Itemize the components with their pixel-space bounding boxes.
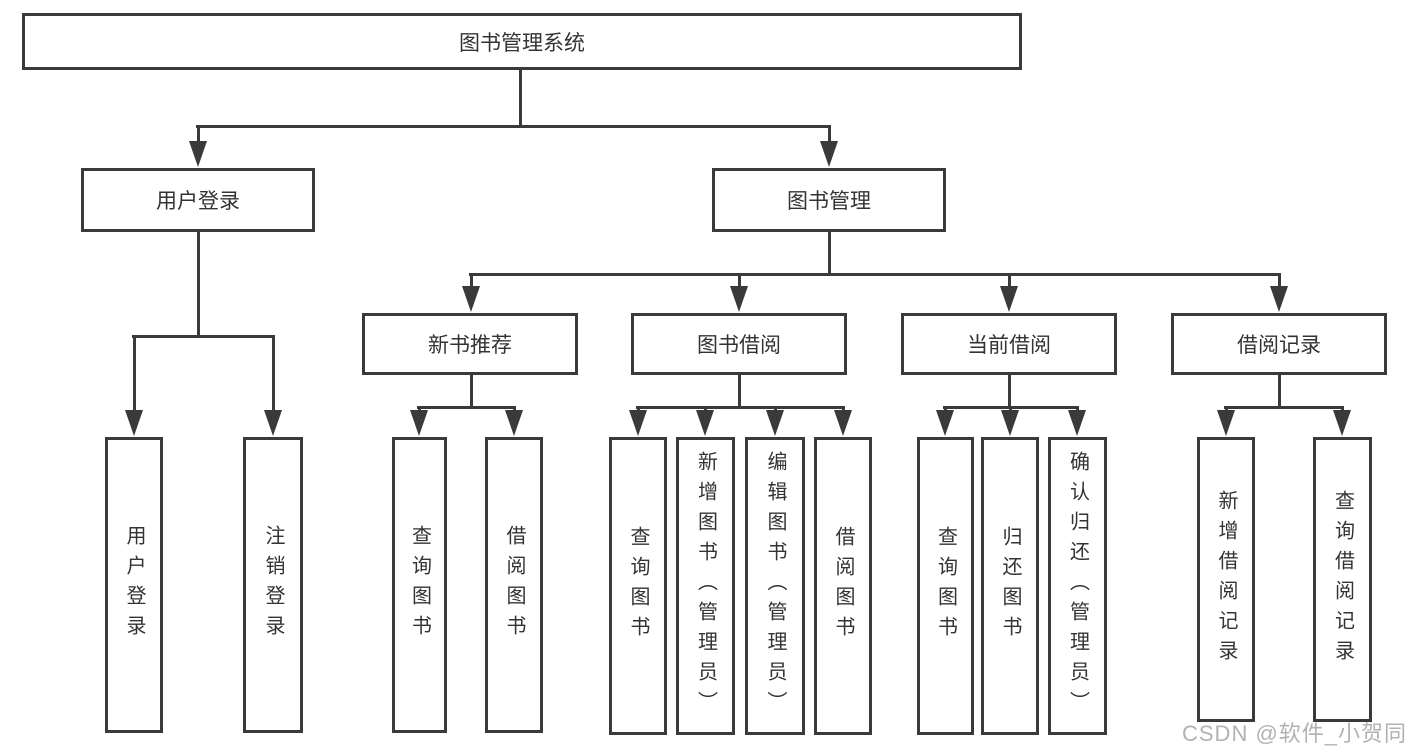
connector-root-drop bbox=[519, 70, 522, 128]
arrowhead-down-icon bbox=[730, 286, 748, 312]
arrowhead-down-icon bbox=[462, 286, 480, 312]
leaf-return-books: 归还图书 bbox=[981, 437, 1039, 735]
leaf-label: 查询图书 bbox=[934, 526, 957, 646]
arrowhead-down-icon bbox=[125, 410, 143, 436]
connector-leaf-stub bbox=[271, 335, 275, 413]
connector-book-mgmt-stub bbox=[827, 125, 831, 143]
node-current-borrowing: 当前借阅 bbox=[901, 313, 1117, 375]
arrowhead-down-icon bbox=[766, 410, 784, 436]
leaf-add-borrow-record: 新增借阅记录 bbox=[1197, 437, 1255, 722]
node-label: 图书管理系统 bbox=[459, 31, 585, 55]
arrowhead-down-icon bbox=[1270, 286, 1288, 312]
leaf-confirm-return-admin: 确认归还（管理员） bbox=[1048, 437, 1107, 735]
connector-level2-bus bbox=[196, 125, 831, 128]
leaf-label: 新增借阅记录 bbox=[1215, 489, 1237, 670]
connector-new-book-drop bbox=[469, 375, 473, 409]
leaf-label: 编辑图书（管理员） bbox=[764, 451, 786, 721]
leaf-query-books-borrowing: 查询图书 bbox=[609, 437, 667, 735]
node-library-system: 图书管理系统 bbox=[22, 13, 1022, 70]
leaf-label: 注销登录 bbox=[262, 525, 284, 645]
node-label: 图书借阅 bbox=[697, 334, 781, 357]
arrowhead-down-icon bbox=[834, 410, 852, 436]
connector-new-book-bus bbox=[417, 406, 516, 409]
arrowhead-down-icon bbox=[696, 410, 714, 436]
node-label: 当前借阅 bbox=[967, 334, 1051, 357]
connector-user-login-drop bbox=[196, 232, 200, 338]
leaf-query-books-recommend: 查询图书 bbox=[392, 437, 447, 733]
node-new-book-recommendation: 新书推荐 bbox=[362, 313, 578, 375]
leaf-label: 用户登录 bbox=[123, 525, 145, 645]
leaf-label: 查询图书 bbox=[408, 525, 431, 645]
leaf-edit-books-admin: 编辑图书（管理员） bbox=[745, 437, 805, 735]
arrowhead-down-icon bbox=[820, 141, 838, 167]
connector-book-borrow-bus bbox=[636, 406, 845, 409]
connector-user-login-bus bbox=[132, 335, 275, 338]
node-label: 图书管理 bbox=[787, 190, 871, 213]
node-user-login: 用户登录 bbox=[81, 168, 315, 232]
arrowhead-down-icon bbox=[1333, 410, 1351, 436]
leaf-borrow-books: 借阅图书 bbox=[814, 437, 872, 735]
leaf-query-borrow-record: 查询借阅记录 bbox=[1313, 437, 1372, 722]
leaf-add-books-admin: 新增图书（管理员） bbox=[676, 437, 735, 735]
arrowhead-down-icon bbox=[505, 410, 523, 436]
connector-level3-stub bbox=[469, 273, 473, 289]
node-label: 借阅记录 bbox=[1237, 334, 1321, 357]
leaf-label: 归还图书 bbox=[999, 526, 1021, 646]
leaf-label: 新增图书（管理员） bbox=[694, 451, 717, 721]
leaf-user-login: 用户登录 bbox=[105, 437, 163, 733]
leaf-label: 借阅图书 bbox=[503, 525, 525, 645]
connector-book-borrow-drop bbox=[737, 375, 741, 409]
connector-borrow-record-drop bbox=[1277, 375, 1281, 409]
connector-current-borrow-drop bbox=[1007, 375, 1011, 409]
connector-level3-stub bbox=[1007, 273, 1011, 289]
arrowhead-down-icon bbox=[410, 410, 428, 436]
connector-leaf-stub bbox=[132, 335, 136, 413]
connector-level3-bus bbox=[469, 273, 1281, 276]
connector-borrow-record-bus bbox=[1224, 406, 1344, 409]
node-book-borrowing: 图书借阅 bbox=[631, 313, 847, 375]
leaf-label: 查询图书 bbox=[627, 526, 649, 646]
connector-level3-stub bbox=[737, 273, 741, 289]
leaf-label: 借阅图书 bbox=[832, 526, 854, 646]
connector-level3-stub bbox=[1277, 273, 1281, 289]
node-label: 用户登录 bbox=[156, 190, 240, 213]
leaf-label: 确认归还（管理员） bbox=[1066, 451, 1089, 721]
node-book-management: 图书管理 bbox=[712, 168, 946, 232]
arrowhead-down-icon bbox=[189, 141, 207, 167]
arrowhead-down-icon bbox=[264, 410, 282, 436]
watermark: CSDN @软件_小贺同学 bbox=[1182, 721, 1405, 746]
node-borrowing-records: 借阅记录 bbox=[1171, 313, 1387, 375]
arrowhead-down-icon bbox=[1068, 410, 1086, 436]
arrowhead-down-icon bbox=[1000, 286, 1018, 312]
arrowhead-down-icon bbox=[1001, 410, 1019, 436]
leaf-query-books-current: 查询图书 bbox=[917, 437, 974, 735]
arrowhead-down-icon bbox=[936, 410, 954, 436]
connector-user-login-stub bbox=[196, 125, 200, 143]
leaf-borrow-books-recommend: 借阅图书 bbox=[485, 437, 543, 733]
arrowhead-down-icon bbox=[1217, 410, 1235, 436]
connector-book-mgmt-drop bbox=[827, 232, 831, 276]
leaf-label: 查询借阅记录 bbox=[1331, 489, 1354, 670]
arrowhead-down-icon bbox=[629, 410, 647, 436]
leaf-logout: 注销登录 bbox=[243, 437, 303, 733]
node-label: 新书推荐 bbox=[428, 334, 512, 357]
